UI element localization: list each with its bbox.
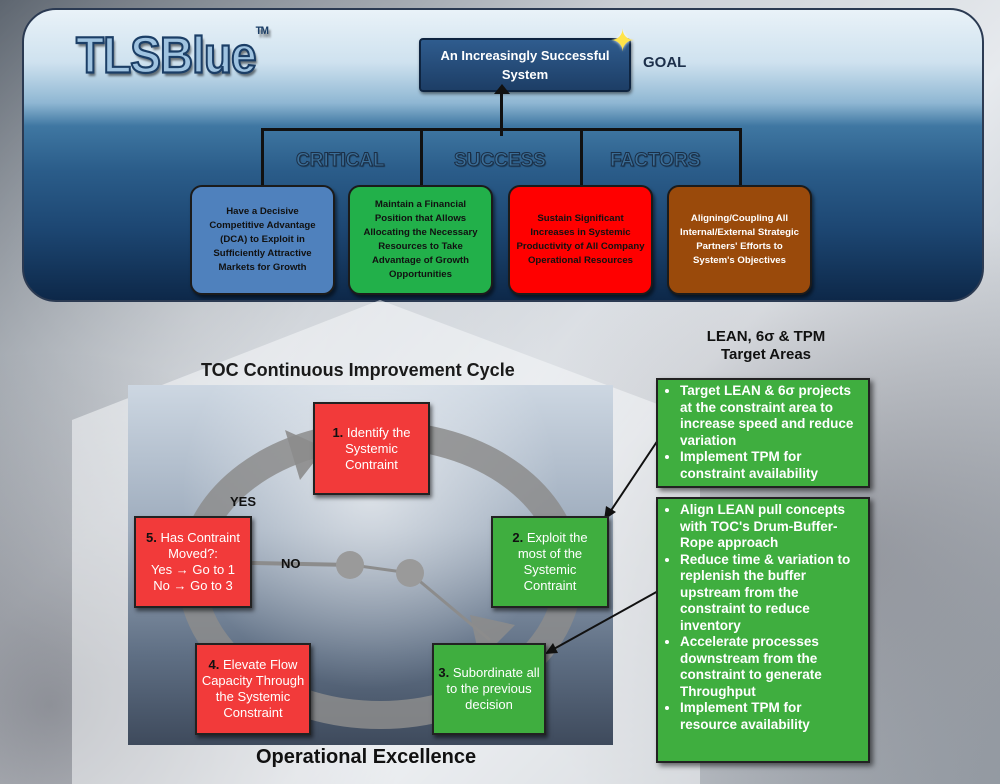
- csf-drop-1: [261, 128, 264, 186]
- goal-label: GOAL: [643, 54, 687, 71]
- lean-bullet: Implement TPM for constraint availabilit…: [680, 449, 862, 482]
- step-5-constraint-moved: 5. Has Contraint Moved?: Yes → Go to 1 N…: [134, 516, 252, 608]
- csf-word-critical: CRITICAL: [296, 150, 386, 172]
- cycle-title: TOC Continuous Improvement Cycle: [201, 360, 515, 380]
- no-path-node-2: [396, 559, 424, 587]
- csf-bar: [261, 128, 741, 131]
- csf-box-financial-position: Maintain a Financial Position that Allow…: [348, 185, 493, 295]
- lean-bullet: Implement TPM for resource availability: [680, 700, 862, 733]
- csf-drop-4: [739, 128, 742, 186]
- no-label: NO: [281, 556, 301, 571]
- lean-bullet: Target LEAN & 6σ projects at the constra…: [680, 383, 862, 449]
- goal-connector: [500, 88, 503, 136]
- csf-box-competitive-advantage: Have a Decisive Competitive Advantage (D…: [190, 185, 335, 295]
- star-icon: ✦: [610, 25, 636, 58]
- csf-word-factors: FACTORS: [609, 150, 701, 172]
- step-3-subordinate: 3. Subordinate all to the previous decis…: [432, 643, 546, 735]
- operational-excellence-title: Operational Excellence: [256, 746, 477, 768]
- no-path-node-1: [336, 551, 364, 579]
- step-4-elevate: 4. Elevate Flow Capacity Through the Sys…: [195, 643, 311, 735]
- lean-bullet: Align LEAN pull concepts with TOC's Drum…: [680, 502, 862, 552]
- lean-bullet: Accelerate processes downstream from the…: [680, 634, 862, 700]
- lean-bullet: Reduce time & variation to replenish the…: [680, 552, 862, 635]
- csf-word-success: SUCCESS: [454, 150, 547, 172]
- lean-title: LEAN, 6σ & TPM Target Areas: [706, 328, 826, 363]
- step-1-identify: 1. Identify the Systemic Contraint: [313, 402, 430, 495]
- goal-tree-panel: TLSBlueTM An Increasingly Successful Sys…: [22, 8, 984, 302]
- cycle-arrow-head-1: [285, 430, 325, 480]
- yes-label: YES: [230, 494, 257, 509]
- csf-box-productivity: Sustain Significant Increases in Systemi…: [508, 185, 653, 295]
- lean-box-constraint: Target LEAN & 6σ projects at the constra…: [656, 378, 870, 488]
- arrow-up-icon: [494, 84, 510, 94]
- step-2-exploit: 2. Exploit the most of the Systemic Cont…: [491, 516, 609, 608]
- csf-box-partners-alignment: Aligning/Coupling All Internal/External …: [667, 185, 812, 295]
- goal-box: An Increasingly Successful System: [419, 38, 631, 92]
- csf-drop-3: [580, 128, 583, 186]
- tlsblue-logo: TLSBlueTM: [75, 25, 269, 84]
- lean-box-buffer: Align LEAN pull concepts with TOC's Drum…: [656, 497, 870, 763]
- csf-drop-2: [420, 128, 423, 186]
